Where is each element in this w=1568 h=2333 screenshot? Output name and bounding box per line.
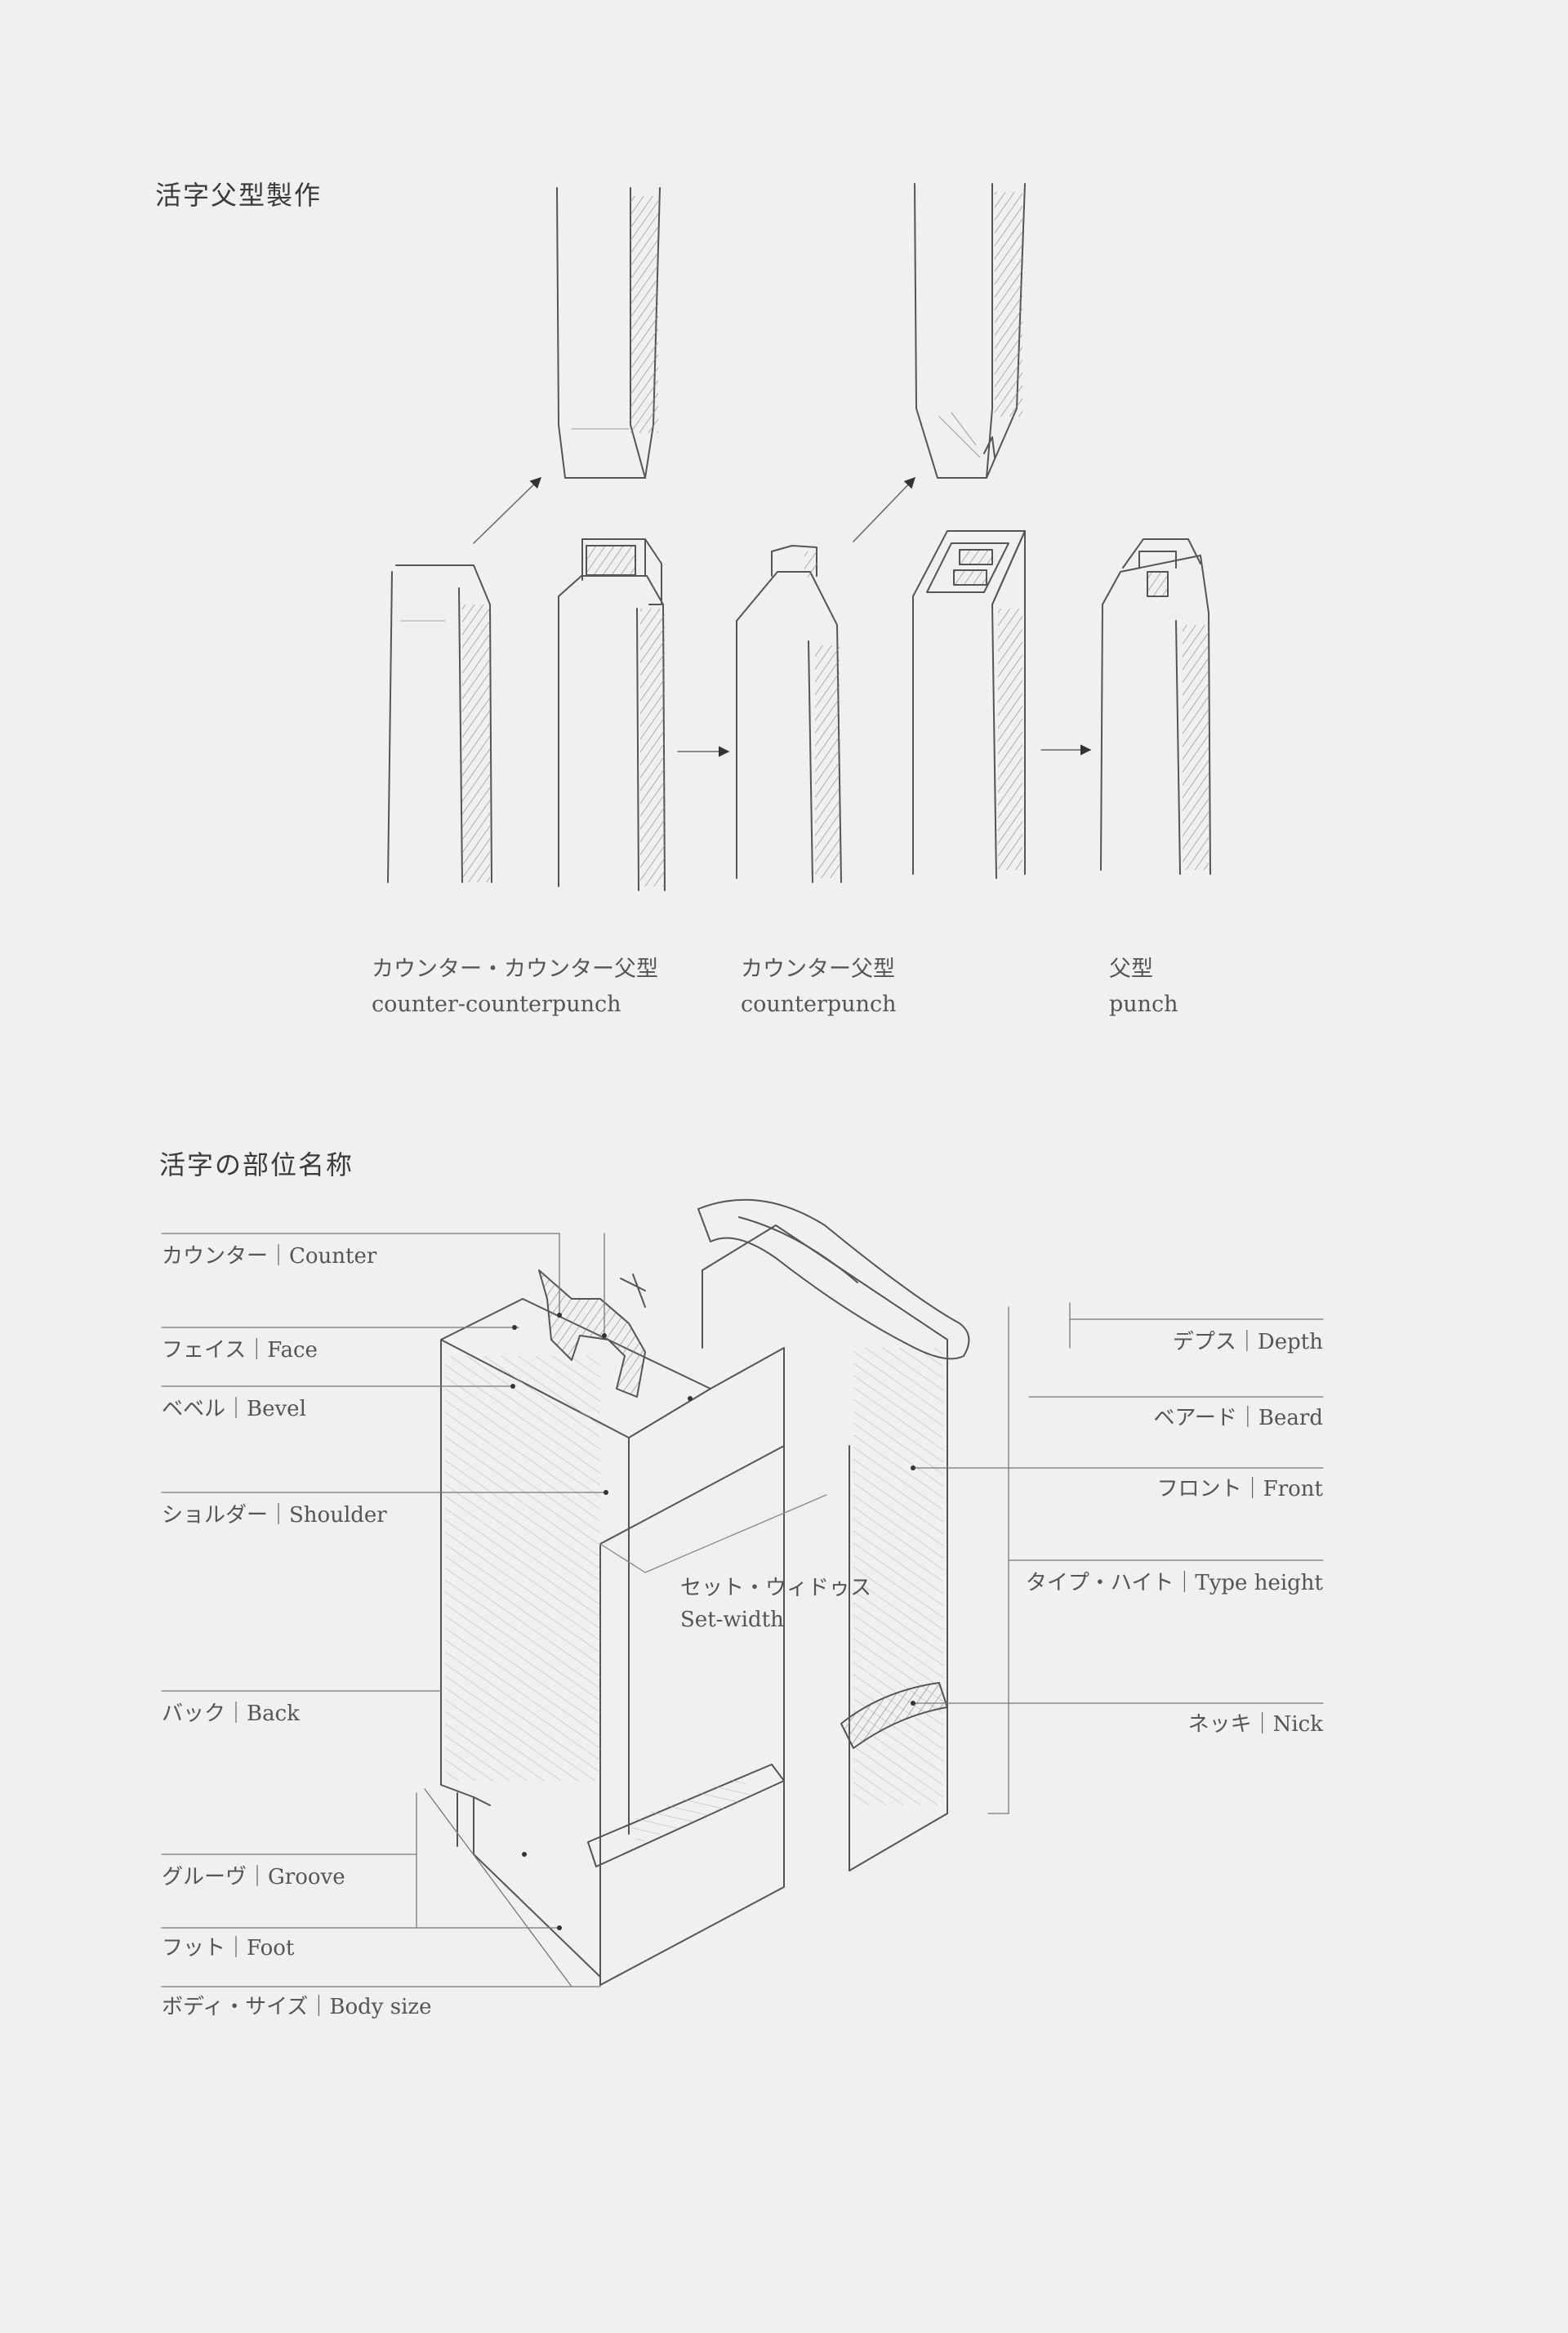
arrow-diagonal-2	[853, 477, 915, 542]
label-type-height: タイプ・ハイト｜Type height	[1025, 1571, 1323, 1595]
caption-punch: 父型 punch	[1109, 952, 1178, 1022]
punch-face	[912, 530, 1026, 879]
type-sort-left	[440, 1269, 827, 1986]
label-depth: デプス｜Depth	[1172, 1330, 1323, 1354]
label-groove: グルーヴ｜Groove	[162, 1865, 345, 1889]
type-sort-right	[697, 1198, 970, 1871]
punch-finished	[1100, 538, 1211, 875]
label-counter: カウンター｜Counter	[162, 1244, 377, 1269]
label-set-width-en: Set-width	[680, 1608, 784, 1632]
caption-counter-counterpunch: カウンター・カウンター父型 counter-counterpunch	[372, 952, 658, 1022]
label-set-width: セット・ウィドゥス Set-width	[680, 1572, 871, 1636]
label-face: フェイス｜Face	[162, 1338, 318, 1363]
punch-counter	[736, 545, 842, 883]
label-bevel: ベベル｜Bevel	[162, 1397, 306, 1421]
leader-dots	[510, 1313, 915, 1930]
punch-counter-counter	[558, 538, 666, 891]
section-title-type-anatomy: 活字の部位名称	[159, 1149, 354, 1180]
label-back: バック｜Back	[162, 1702, 300, 1726]
label-foot: フット｜Foot	[162, 1936, 295, 1961]
label-nick: ネッキ｜Nick	[1187, 1712, 1323, 1737]
caption-en: punch	[1109, 992, 1178, 1018]
tool-upper-2	[914, 183, 1026, 479]
tool-upper-1	[556, 187, 661, 479]
label-set-width-jp: セット・ウィドゥス	[680, 1576, 872, 1600]
caption-jp: カウンター・カウンター父型	[372, 957, 658, 982]
punch-blank	[387, 564, 492, 883]
caption-jp: 父型	[1109, 957, 1153, 982]
caption-en: counter-counterpunch	[372, 992, 621, 1018]
caption-en: counterpunch	[741, 992, 897, 1018]
arrow-diagonal-1	[473, 477, 541, 544]
caption-counterpunch: カウンター父型 counterpunch	[741, 952, 896, 1022]
label-body-size: ボディ・サイズ｜Body size	[162, 1995, 432, 2019]
label-beard: ベアード｜Beard	[1153, 1406, 1323, 1430]
caption-jp: カウンター父型	[741, 957, 895, 982]
section-title-punch-making: 活字父型製作	[155, 180, 323, 211]
label-shoulder: ショルダー｜Shoulder	[162, 1503, 387, 1528]
leader-lines	[161, 1233, 1324, 1987]
label-front: フロント｜Front	[1156, 1477, 1323, 1501]
